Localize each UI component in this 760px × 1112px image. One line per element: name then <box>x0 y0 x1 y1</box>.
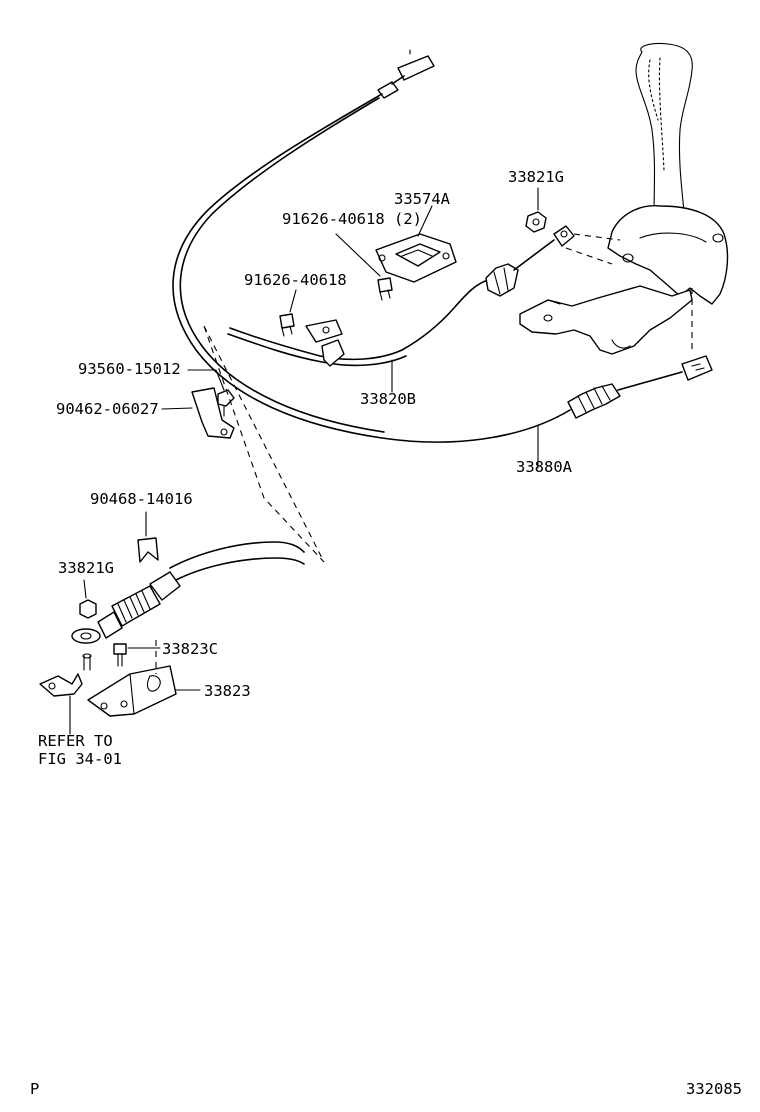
label-33821g-lower: 33821G <box>58 559 114 577</box>
label-33574a: 33574A <box>394 190 451 208</box>
detail-link-dashes <box>203 325 325 563</box>
label-33823c: 33823C <box>162 640 218 658</box>
callout-labels: 33574A 33821G 91626-40618 (2) 91626-4061… <box>38 168 573 768</box>
label-91626-40618-2: 91626-40618 (2) <box>282 210 422 228</box>
footer-left-code: P <box>30 1080 39 1098</box>
label-93560-15012: 93560-15012 <box>78 360 181 378</box>
grommet-33574a <box>375 205 457 283</box>
label-90462-06027: 90462-06027 <box>56 400 159 418</box>
lower-detail <box>39 511 305 735</box>
refer-to-line2: FIG 34-01 <box>38 750 122 768</box>
cable-33820b <box>227 225 575 393</box>
label-33823: 33823 <box>204 682 251 700</box>
hardware-upper <box>161 187 547 439</box>
shift-lever-assembly <box>519 42 729 355</box>
cable-33880a <box>172 49 713 469</box>
label-90468-14016: 90468-14016 <box>90 490 193 508</box>
label-33821g-top: 33821G <box>508 168 564 186</box>
label-91626-40618: 91626-40618 <box>244 271 347 289</box>
label-33880a: 33880A <box>516 458 573 476</box>
label-33820b: 33820B <box>360 390 416 408</box>
refer-to-line1: REFER TO <box>38 732 113 750</box>
figure-number: 332085 <box>686 1080 742 1098</box>
